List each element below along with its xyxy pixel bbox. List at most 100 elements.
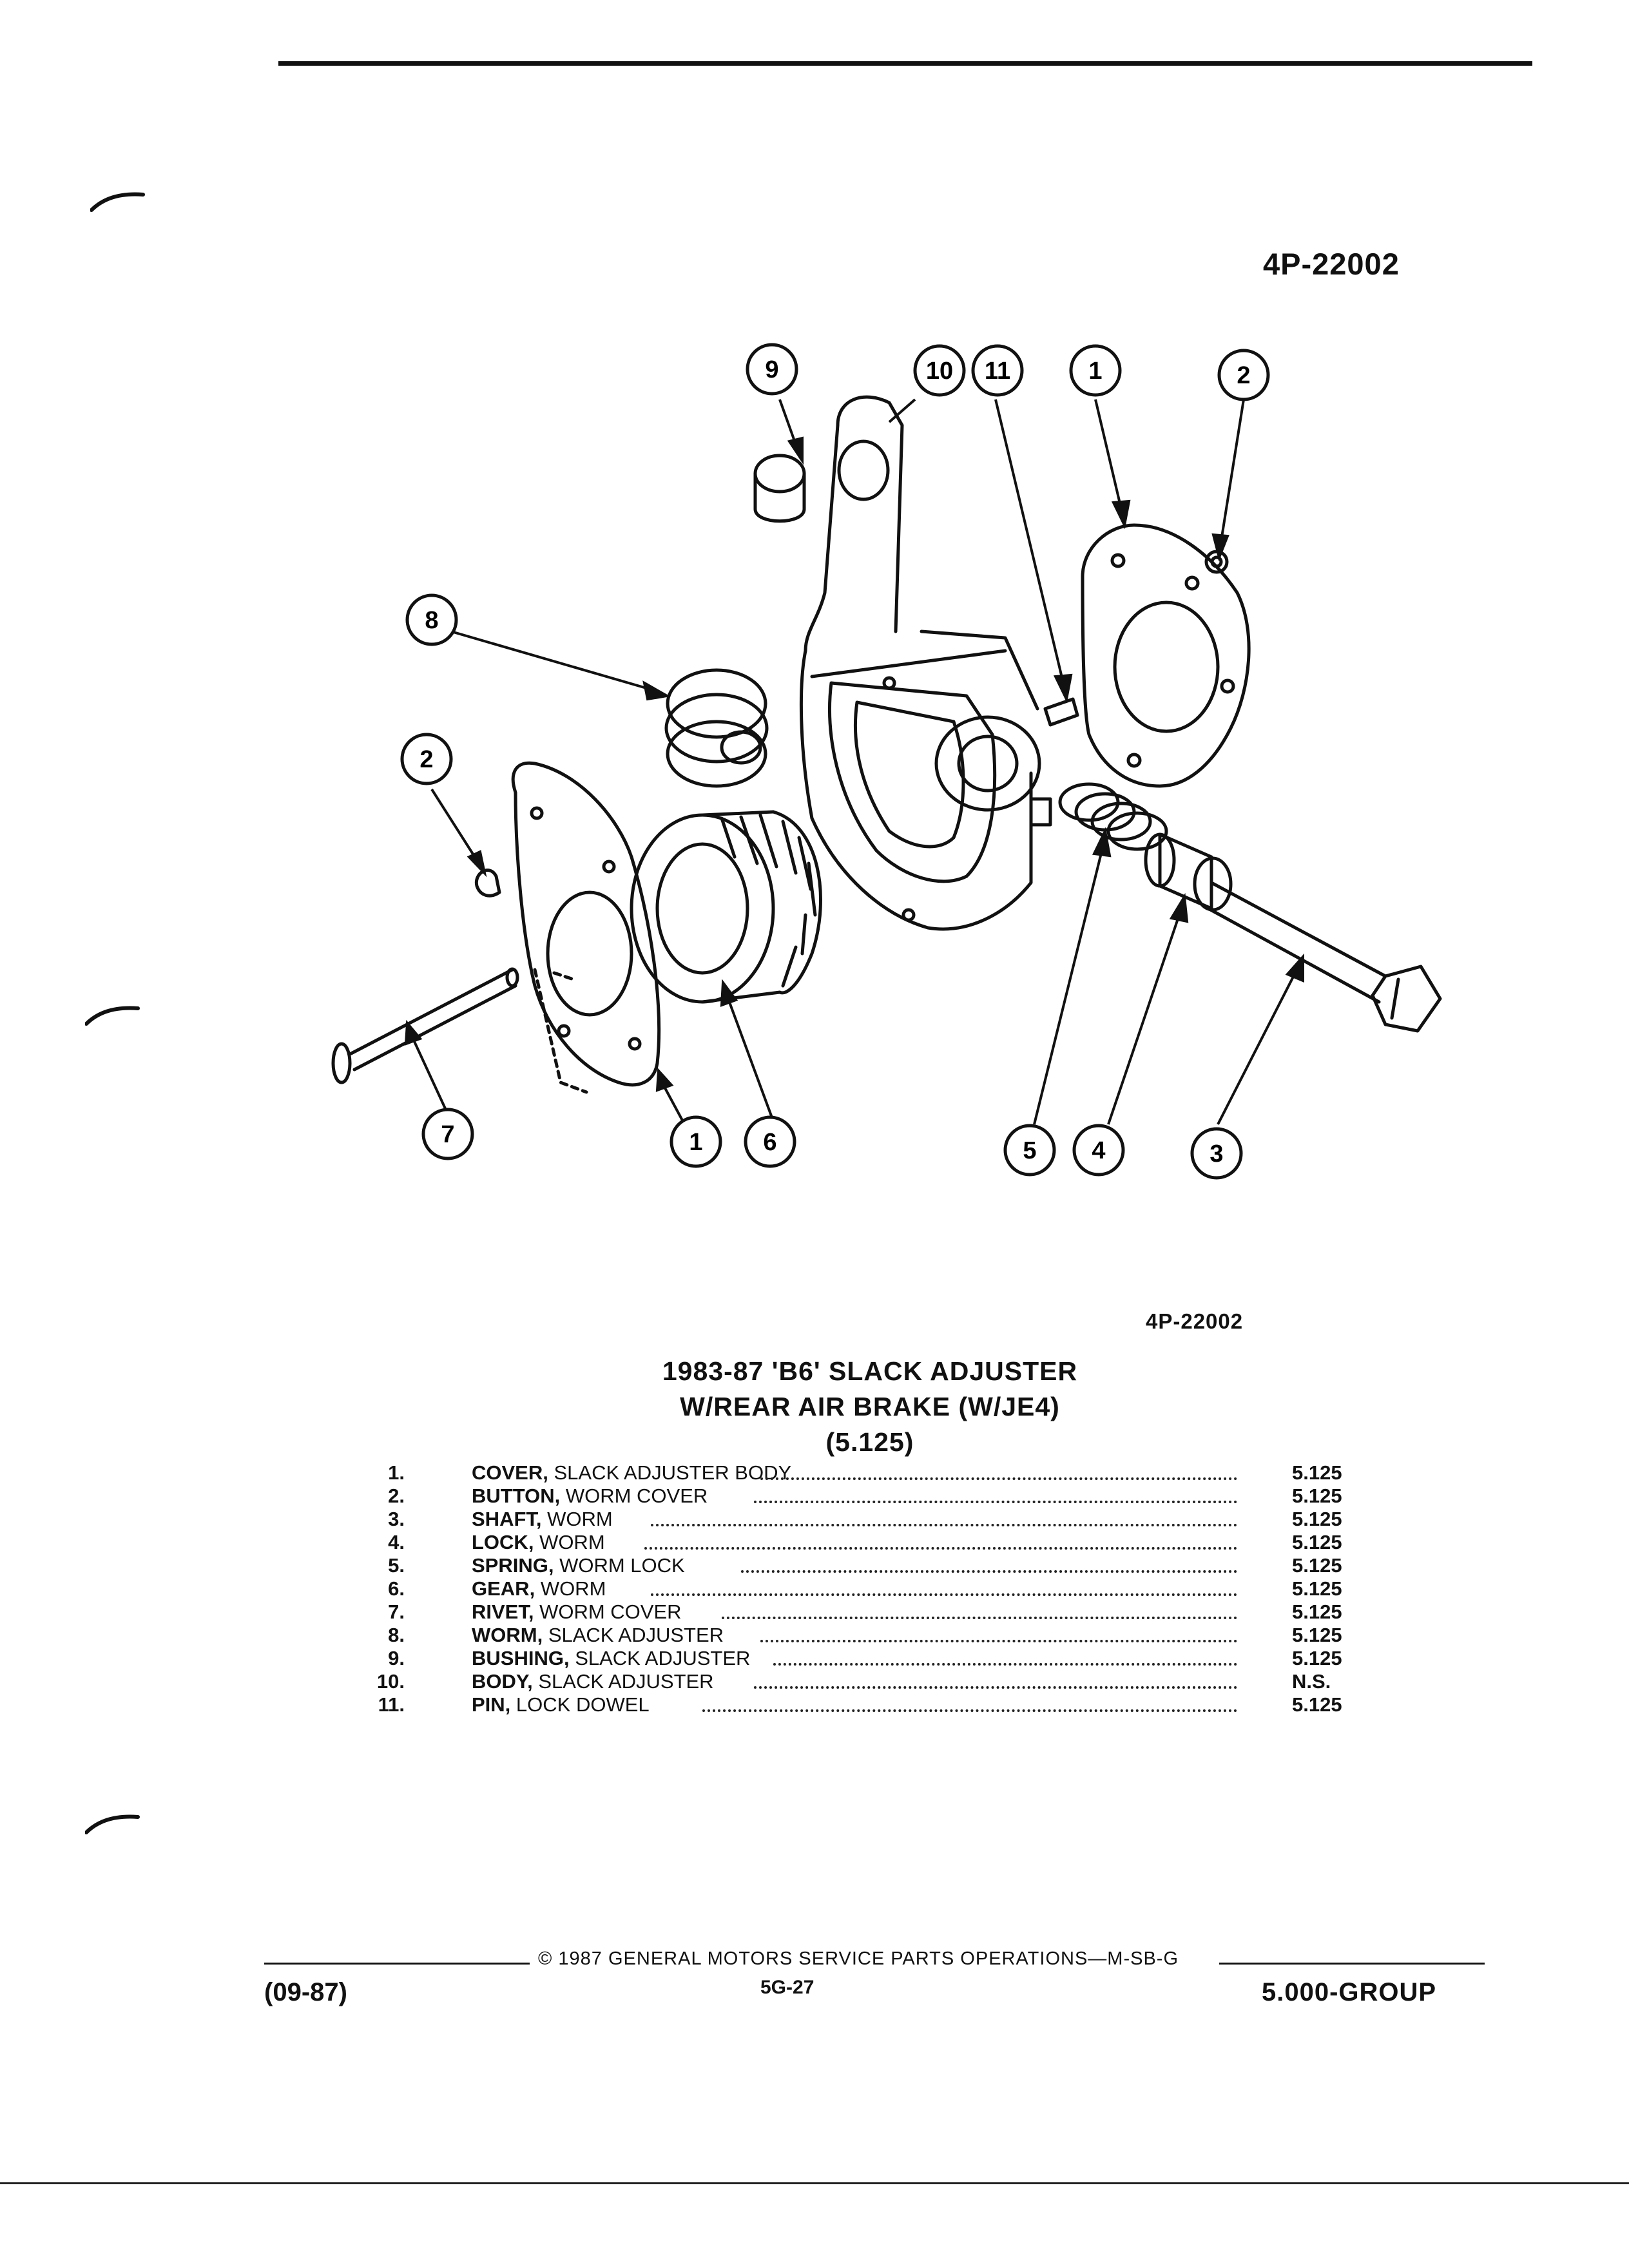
svg-text:5: 5 [1023, 1137, 1036, 1164]
svg-text:1: 1 [689, 1129, 702, 1156]
svg-text:8: 8 [425, 607, 438, 634]
catalog-title-line2: W/REAR AIR BRAKE (W/JE4) [680, 1392, 1060, 1421]
copyright-notice: © 1987 GENERAL MOTORS SERVICE PARTS OPER… [538, 1948, 1179, 1969]
part-code: 5.125 [1292, 1461, 1342, 1484]
top-rule [278, 61, 1532, 66]
binding-mark [85, 1006, 140, 1026]
part-code: 5.125 [1292, 1508, 1342, 1530]
leader-arrow [655, 1068, 688, 1128]
callout-11: 11 [971, 344, 1024, 397]
leader-arrow [994, 399, 1073, 704]
callout-5: 5 [1003, 1124, 1056, 1177]
slack-adjuster-cover-right [1081, 523, 1251, 788]
slack-adjuster-body [799, 395, 1052, 931]
leader-arrow [720, 979, 775, 1122]
lock-dowel-pin [1043, 697, 1079, 727]
part-number: 6. [388, 1577, 405, 1600]
leader-arrow [778, 399, 804, 465]
part-description: BUSHING, SLACK ADJUSTER [472, 1647, 751, 1669]
worm-lock [1144, 832, 1233, 912]
binding-mark [85, 1814, 140, 1834]
part-number: 2. [388, 1485, 405, 1507]
callout-2: 2 [400, 733, 453, 785]
leader-dots [644, 1547, 1237, 1550]
illustration-code: 4P-22002 [1146, 1309, 1244, 1333]
footer-rule [1219, 1963, 1485, 1965]
revision-date: (09-87) [264, 1978, 347, 2006]
leader-dots [754, 1501, 1237, 1503]
part-code: 5.125 [1292, 1577, 1342, 1600]
part-number: 4. [388, 1531, 405, 1553]
part-number: 11. [378, 1693, 405, 1716]
catalog-title-line1: 1983-87 'B6' SLACK ADJUSTER [662, 1356, 1078, 1386]
callout-1: 1 [670, 1115, 722, 1168]
svg-text:11: 11 [985, 358, 1010, 385]
callout-1: 1 [1069, 344, 1122, 397]
worm [664, 668, 769, 788]
leader-dots [773, 1663, 1237, 1666]
callout-2: 2 [1217, 349, 1270, 401]
callout-10: 10 [913, 344, 966, 397]
part-code: 5.125 [1292, 1647, 1342, 1669]
slack-adjuster-illustration: 9 10 11 1 2 8 2 7 1 6 5 4 3 [331, 343, 1442, 1180]
part-description: LOCK, WORM [472, 1531, 605, 1553]
catalog-title-line3: (5.125) [825, 1427, 914, 1457]
callout-8: 8 [405, 593, 458, 646]
part-description: PIN, LOCK DOWEL [472, 1693, 650, 1716]
group-code: 5.000-GROUP [1262, 1978, 1437, 2006]
svg-text:1: 1 [1088, 358, 1102, 385]
svg-text:10: 10 [926, 358, 953, 385]
callout-9: 9 [746, 343, 798, 396]
worm-cover-rivet [331, 967, 588, 1094]
svg-text:2: 2 [419, 746, 433, 773]
part-number: 1. [388, 1461, 405, 1484]
part-row: 2. BUTTON, WORM COVER 5.125 [348, 1485, 1379, 1508]
footer-rule [264, 1963, 530, 1965]
svg-text:3: 3 [1210, 1140, 1223, 1168]
leader-arrow [1211, 399, 1245, 562]
part-description: BODY, SLACK ADJUSTER [472, 1670, 714, 1693]
part-number: 9. [388, 1647, 405, 1669]
svg-text:9: 9 [765, 356, 778, 383]
leader-arrow [450, 630, 671, 701]
worm-gear [630, 810, 822, 1004]
part-code: 5.125 [1292, 1531, 1342, 1553]
part-number: 10. [376, 1670, 405, 1693]
callout-4: 4 [1072, 1124, 1125, 1177]
leader-dots [760, 1477, 1237, 1480]
leader-dots [651, 1524, 1237, 1526]
leader-dots [741, 1570, 1237, 1573]
callout-7: 7 [421, 1108, 474, 1160]
part-row: 1. COVER, SLACK ADJUSTER BODY 5.125 [348, 1461, 1379, 1485]
callout-3: 3 [1190, 1127, 1243, 1180]
part-code: 5.125 [1292, 1624, 1342, 1646]
part-code: N.S. [1292, 1670, 1331, 1693]
parts-list: 1. COVER, SLACK ADJUSTER BODY 5.125 2. BUTT… [348, 1461, 1379, 1716]
figure-code: 4P-22002 [1263, 247, 1400, 281]
part-description: GEAR, WORM [472, 1577, 606, 1600]
leader-arrow [430, 788, 487, 878]
svg-text:2: 2 [1237, 362, 1250, 389]
callout-6: 6 [744, 1115, 796, 1168]
leader-arrow [1217, 953, 1304, 1125]
part-code: 5.125 [1292, 1554, 1342, 1577]
part-description: BUTTON, WORM COVER [472, 1485, 708, 1507]
part-description: COVER, SLACK ADJUSTER BODY [472, 1461, 792, 1484]
leader-dots [702, 1709, 1237, 1712]
svg-text:4: 4 [1092, 1137, 1105, 1164]
leader-arrow [404, 1019, 452, 1122]
part-row: 9. BUSHING, SLACK ADJUSTER 5.125 [348, 1647, 1379, 1670]
bottom-rule [0, 2182, 1629, 2184]
leader-arrow [1033, 827, 1112, 1125]
part-code: 5.125 [1292, 1485, 1342, 1507]
part-description: WORM, SLACK ADJUSTER [472, 1624, 724, 1646]
slack-adjuster-cover-left [511, 761, 661, 1087]
leader-dots [754, 1686, 1237, 1689]
part-row: 4. LOCK, WORM 5.125 [348, 1531, 1379, 1554]
part-description: SPRING, WORM LOCK [472, 1554, 685, 1577]
part-description: RIVET, WORM COVER [472, 1600, 682, 1623]
